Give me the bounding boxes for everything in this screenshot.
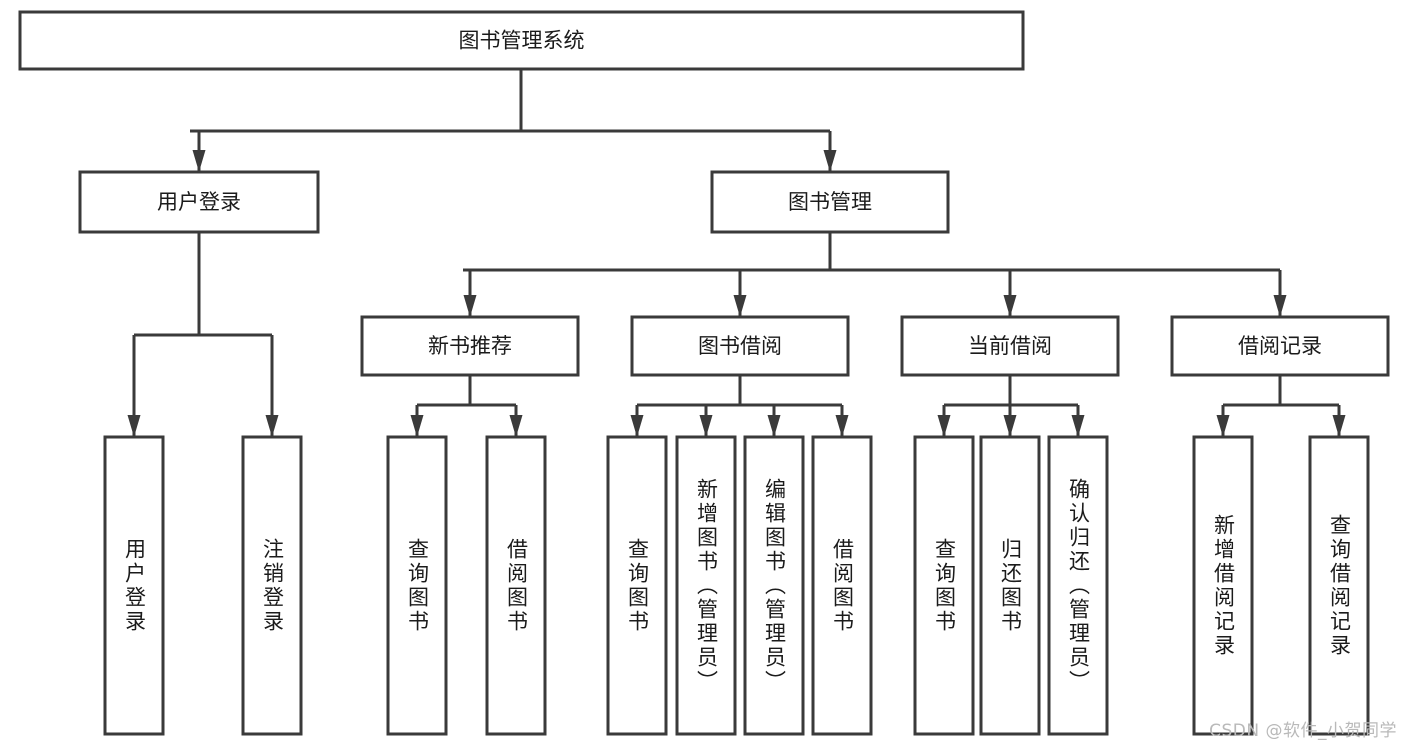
level3-label: 当前借阅 [968,334,1052,358]
arrow-head-icon [463,295,477,317]
level2-label: 图书管理 [788,190,872,214]
leaf-node[interactable] [743,435,805,736]
leaf-node[interactable] [386,435,448,736]
level3-box[interactable] [360,315,580,377]
level3-node[interactable]: 当前借阅 [900,315,1120,377]
level3-node[interactable]: 新书推荐 [360,315,580,377]
root-box[interactable] [18,10,1025,71]
arrow-head-icon [823,150,837,172]
arrow-head-icon [1273,295,1287,317]
leaf-box[interactable] [1192,435,1254,736]
leaf-box[interactable] [241,435,303,736]
leaf-node[interactable] [1192,435,1254,736]
leaf-box[interactable] [743,435,805,736]
level3-box[interactable] [630,315,850,377]
leaf-node[interactable] [979,435,1041,736]
level3-label: 图书借阅 [698,334,782,358]
level2-label: 用户登录 [157,190,241,214]
level3-box[interactable] [1170,315,1390,377]
connectors-layer [127,69,1346,437]
leaf-box[interactable] [913,435,975,736]
arrow-head-icon [937,415,951,437]
leaf-box[interactable] [811,435,873,736]
arrow-head-icon [1332,415,1346,437]
level3-label: 借阅记录 [1238,334,1322,358]
level2-box[interactable] [710,170,950,234]
arrow-head-icon [1003,415,1017,437]
leaf-node[interactable] [811,435,873,736]
leaf-box[interactable] [485,435,547,736]
arrow-head-icon [767,415,781,437]
level2-node[interactable]: 图书管理 [710,170,950,234]
leaf-node[interactable] [606,435,668,736]
level3-label: 新书推荐 [428,334,512,358]
leaf-node[interactable] [485,435,547,736]
leaf-box[interactable] [979,435,1041,736]
arrow-head-icon [127,415,141,437]
leaf-box[interactable] [386,435,448,736]
root-label: 图书管理系统 [459,29,585,53]
leaf-node[interactable] [1047,435,1109,736]
arrow-head-icon [733,295,747,317]
leaf-node[interactable] [241,435,303,736]
leaf-node[interactable] [1308,435,1370,736]
leaf-node[interactable] [103,435,165,736]
leaf-box[interactable] [606,435,668,736]
arrow-head-icon [509,415,523,437]
arrow-head-icon [1071,415,1085,437]
arrow-head-icon [835,415,849,437]
level3-box[interactable] [900,315,1120,377]
arrow-head-icon [1216,415,1230,437]
arrow-head-icon [192,150,206,172]
leaf-box[interactable] [675,435,737,736]
arrow-head-icon [265,415,279,437]
csdn-watermark: CSDN @软件_小贺同学 [1209,721,1397,741]
root-node[interactable]: 图书管理系统 [18,10,1025,71]
leaf-box[interactable] [1047,435,1109,736]
arrow-head-icon [630,415,644,437]
level3-node[interactable]: 图书借阅 [630,315,850,377]
arrow-head-icon [410,415,424,437]
leaf-node[interactable] [913,435,975,736]
leaf-box[interactable] [103,435,165,736]
arrow-head-icon [1003,295,1017,317]
leaf-node[interactable] [675,435,737,736]
arrow-head-icon [699,415,713,437]
leaf-box[interactable] [1308,435,1370,736]
level2-box[interactable] [78,170,320,234]
level2-node[interactable]: 用户登录 [78,170,320,234]
level3-node[interactable]: 借阅记录 [1170,315,1390,377]
